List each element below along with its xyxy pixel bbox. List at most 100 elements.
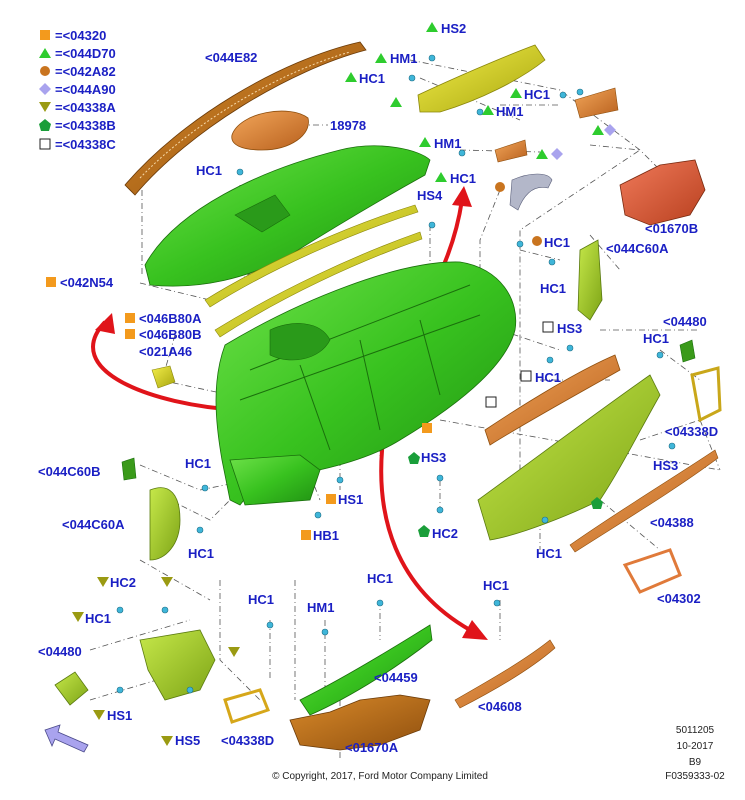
part-label: HC1 xyxy=(196,163,222,178)
part-label: <04338D xyxy=(665,424,718,439)
arrow-up-head-icon xyxy=(452,186,472,207)
trim-04338c-part xyxy=(484,354,621,446)
arrow-left-head-icon xyxy=(95,313,115,334)
part-label: HB1 xyxy=(313,528,339,543)
triangle-down-icon xyxy=(228,647,240,657)
parts xyxy=(44,41,722,753)
bracket-04480-left-part xyxy=(54,671,89,706)
bracket-upper-right-part xyxy=(574,87,619,119)
diamond-icon xyxy=(604,124,616,136)
diamond-icon xyxy=(551,148,563,160)
duct-01670b-part xyxy=(619,159,706,226)
diagram-code: B9 xyxy=(689,757,702,768)
part-label: <046B80B xyxy=(139,327,202,342)
callout-symbols xyxy=(46,22,616,746)
triangle-down-icon xyxy=(97,577,109,587)
part-label: HS2 xyxy=(441,21,466,36)
part-label: HC1 xyxy=(185,456,211,471)
frame-04338d-right-part xyxy=(690,366,722,423)
part-label: HS3 xyxy=(421,450,446,465)
vent-frame-04302-part xyxy=(622,548,682,594)
arrow-down xyxy=(379,424,471,632)
legend-item: =<044D70 xyxy=(55,46,116,61)
part-label: <01670A xyxy=(345,740,399,755)
grey-bracket-part xyxy=(509,173,553,211)
part-label: HS1 xyxy=(338,492,363,507)
part-label: HS4 xyxy=(417,188,443,203)
legend-square-outline-icon xyxy=(39,138,51,150)
square-outline-icon xyxy=(520,370,532,382)
bracket-044c60b-part xyxy=(121,457,137,481)
legend-diamond-icon xyxy=(39,83,51,95)
bracket-021a46-part xyxy=(151,365,176,389)
legend-item: =<04338A xyxy=(55,100,116,115)
square-outline-icon xyxy=(542,321,554,333)
part-label: <04608 xyxy=(478,699,522,714)
pentagon-icon xyxy=(408,452,420,464)
defroster-grille-part xyxy=(124,41,367,196)
circle-icon xyxy=(532,236,542,246)
part-label: HM1 xyxy=(390,51,417,66)
upper-duct-part xyxy=(417,44,546,113)
part-label: HM1 xyxy=(307,600,334,615)
pentagon-icon xyxy=(591,497,603,509)
part-label: HC1 xyxy=(524,87,550,102)
part-label: <04480 xyxy=(663,314,707,329)
trim-strip-b-part xyxy=(214,231,423,338)
legend-item: =<04338C xyxy=(55,137,116,152)
triangle-icon xyxy=(426,22,438,32)
lower-panel-part xyxy=(477,374,661,541)
part-label: HC1 xyxy=(535,370,561,385)
square-icon xyxy=(301,530,311,540)
arrow-left xyxy=(91,320,241,412)
trim-04608-part xyxy=(454,639,556,709)
legend-circle-icon xyxy=(40,66,50,76)
legend-item: =<04320 xyxy=(55,28,106,43)
square-icon xyxy=(46,277,56,287)
part-label: HC1 xyxy=(359,71,385,86)
side-panel-right-part xyxy=(577,239,603,321)
triangle-icon xyxy=(592,125,604,135)
part-label: HC1 xyxy=(85,611,111,626)
triangle-icon xyxy=(375,53,387,63)
part-label: <042N54 xyxy=(60,275,114,290)
part-label: <044E82 xyxy=(205,50,257,65)
part-label: <044C60A xyxy=(606,241,669,256)
part-label: <04338D xyxy=(221,733,274,748)
part-label: <04388 xyxy=(650,515,694,530)
triangle-icon xyxy=(435,172,447,182)
legend-pentagon-icon xyxy=(39,119,51,131)
square-outline-icon xyxy=(485,396,497,408)
speaker-grille-part xyxy=(231,110,309,151)
lower-panel-04459-part xyxy=(299,624,433,716)
triangle-down-icon xyxy=(72,612,84,622)
legend-item: =<042A82 xyxy=(55,64,116,79)
square-icon xyxy=(125,313,135,323)
part-labels: <044E82 18978 HS2 HM1 HC1 HC1 HM1 HM1 HC… xyxy=(38,21,718,755)
pentagon-icon xyxy=(418,525,430,537)
part-label: HM1 xyxy=(496,104,523,119)
part-label: HC2 xyxy=(110,575,136,590)
console-frame-part xyxy=(139,629,216,701)
part-label: HC2 xyxy=(432,526,458,541)
legend-triangle-icon xyxy=(39,48,51,58)
frame-04338d-left-part xyxy=(223,688,270,724)
part-label: HC1 xyxy=(367,571,393,586)
triangle-down-icon xyxy=(161,736,173,746)
footer: 5011205 10-2017 B9 F0359333-02 © Copyrig… xyxy=(272,725,725,782)
part-label: <044C60A xyxy=(62,517,125,532)
part-label: <04302 xyxy=(657,591,701,606)
front-direction-arrow-icon xyxy=(44,724,89,753)
triangle-down-icon xyxy=(93,710,105,720)
trim-strip-a-part xyxy=(204,204,419,308)
diagram-number: 5011205 xyxy=(676,725,715,736)
part-label: HC1 xyxy=(188,546,214,561)
triangle-icon xyxy=(345,72,357,82)
triangle-icon xyxy=(536,149,548,159)
part-label: HC1 xyxy=(248,592,274,607)
part-label: HC1 xyxy=(540,281,566,296)
legend-item: =<044A90 xyxy=(55,82,116,97)
duct-01670a-part xyxy=(289,694,431,751)
